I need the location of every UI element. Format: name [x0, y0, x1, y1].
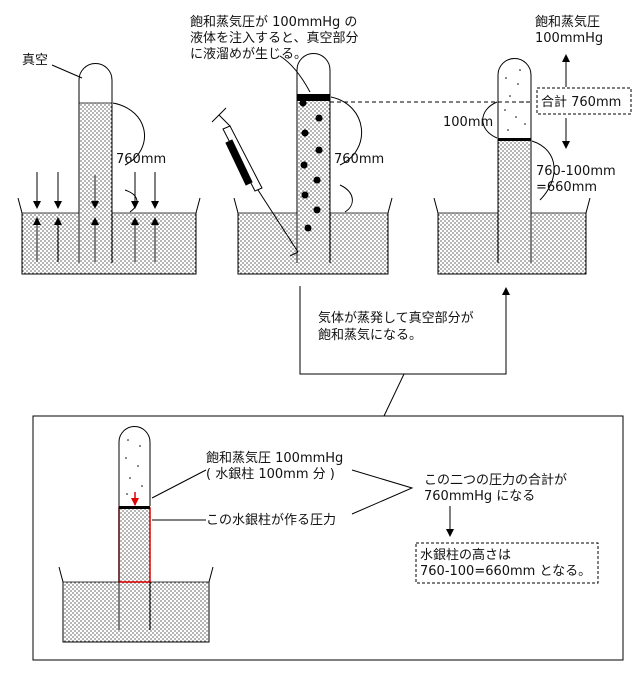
- rising-droplets: [299, 99, 323, 232]
- tube-mercury-column: [119, 508, 150, 630]
- injection-note: 飽和蒸気圧が 100mmHg の 液体を注入すると、真空部分 に液溜めが生じる。: [190, 14, 363, 62]
- height-label-1: 760mm: [116, 152, 166, 167]
- height-bracket-1: [112, 102, 145, 213]
- panel-2-inject-liquid: 飽和蒸気圧が 100mmHg の 液体を注入すると、真空部分 に液溜めが生じる。…: [190, 14, 393, 275]
- total-label: 合計 760mm: [541, 94, 621, 110]
- column-height-bracket: [531, 140, 555, 201]
- dish-outline: [433, 197, 591, 275]
- dish-outline: [233, 197, 393, 275]
- dish-outline: [58, 566, 214, 643]
- sum-bracket: [351, 469, 414, 515]
- detail-column-label: この水銀柱が作る圧力: [206, 513, 336, 528]
- height-bracket-2: [330, 96, 363, 213]
- vapor-boundary: [119, 506, 150, 509]
- result-label: 水銀柱の高さは 760-100=660mm となる。: [420, 547, 591, 579]
- result-box: [415, 542, 599, 584]
- tube-outline: [118, 426, 151, 630]
- vacuum-label: 真空: [22, 53, 48, 68]
- vapor-particles: [504, 69, 526, 131]
- tube-outline: [497, 58, 532, 263]
- detail-frame: [32, 415, 624, 661]
- note-leader-line: [279, 55, 311, 93]
- panel-3-saturated-vapor: 飽和蒸気圧 100mmHg 100mm 合計 760mm 760-100mm =…: [433, 14, 632, 275]
- air-pressure-arrows: [33, 172, 159, 262]
- vacuum-leader-line: [51, 64, 83, 79]
- vapor-height-label: 100mm: [443, 115, 493, 130]
- vapor-pressure-label: 飽和蒸気圧 100mmHg: [535, 14, 604, 46]
- transition-text: 気体が蒸発して真空部分が 飽和蒸気になる。: [318, 310, 478, 343]
- tube-outline: [296, 53, 331, 263]
- panel-1-vacuum-barometer: 真空 760mm: [17, 53, 201, 275]
- vapor-boundary: [498, 138, 531, 141]
- tube-outline: [78, 63, 113, 263]
- total-box: [536, 87, 632, 115]
- liquid-pool: [297, 94, 330, 101]
- detail-panel: 飽和蒸気圧 100mmHg ( 水銀柱 100mm 分 ) この水銀柱が作る圧力…: [58, 426, 599, 643]
- tube-mercury-column: [498, 140, 531, 263]
- column-height-label: 760-100mm =660mm: [536, 164, 620, 195]
- transition-callout: 気体が蒸発して真空部分が 飽和蒸気になる。: [299, 286, 510, 417]
- vapor-leader-line: [151, 469, 207, 499]
- detail-vapor-label: 飽和蒸気圧 100mmHg ( 水銀柱 100mm 分 ): [206, 450, 347, 482]
- vapor-height-bracket: [482, 101, 498, 139]
- sum-label: この二つの圧力の合計が 760mmHg になる: [424, 472, 571, 504]
- dish-outline: [17, 197, 201, 275]
- syringe-icon: [211, 107, 299, 257]
- height-label-2: 760mm: [334, 152, 384, 167]
- callout-pointer: [383, 373, 405, 417]
- vapor-particles: [125, 439, 143, 495]
